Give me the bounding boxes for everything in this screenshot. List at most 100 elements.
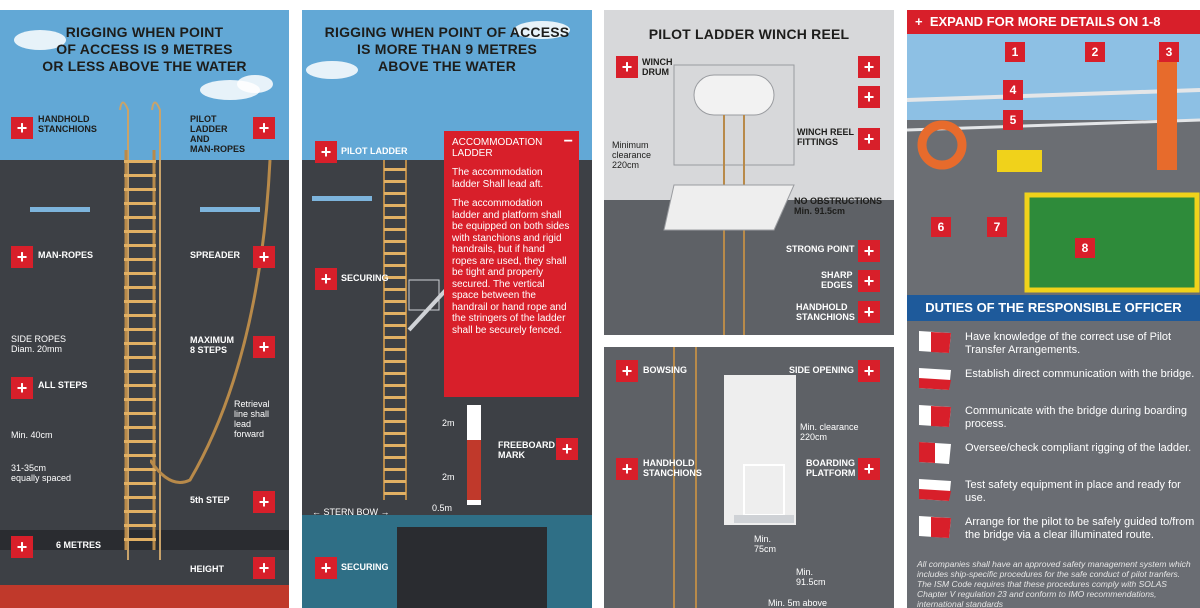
expand-strong-point[interactable]: + [858, 240, 880, 262]
label-2m-upper: 2m [442, 418, 455, 428]
sky-background [0, 10, 289, 160]
expand-bowsing[interactable]: + [616, 360, 638, 382]
clouds [14, 30, 273, 100]
duty-item: Oversee/check compliant rigging of the l… [917, 440, 1193, 470]
label-5th-step: 5th STEP [190, 495, 230, 505]
expand-sharp-edges[interactable]: + [858, 270, 880, 292]
expand-side-opening[interactable]: + [858, 360, 880, 382]
marker-2[interactable]: 2 [1085, 42, 1105, 62]
marker-3[interactable]: 3 [1159, 42, 1179, 62]
expand-handhold-stanchions[interactable]: + [11, 117, 33, 139]
ladder-rung [124, 412, 156, 415]
ladder-rung [384, 348, 406, 351]
ladder-rung [384, 228, 406, 231]
expand-freeboard-mark[interactable]: + [556, 438, 578, 460]
expand-pilot-ladder[interactable]: + [315, 141, 337, 163]
deck-illustration [907, 60, 1200, 293]
label-pilot-ladder: PILOT LADDER [341, 146, 408, 156]
expand-all-steps[interactable]: + [11, 377, 33, 399]
label-strong-point: STRONG POINT [786, 244, 855, 254]
ladder-rung [384, 492, 406, 495]
ladder-rung [124, 300, 156, 303]
popup-paragraph-1: The accommodation ladder Shall lead aft. [452, 167, 544, 190]
ladder-rung [124, 272, 156, 275]
ladder-rung [384, 396, 406, 399]
collapse-popup-button[interactable]: − [563, 133, 573, 150]
flag-1-icon [919, 331, 951, 353]
ladder-rung [124, 160, 156, 163]
expand-man-ropes[interactable]: + [11, 246, 33, 268]
ladder-rung [384, 264, 406, 267]
label-min-40cm: Min. 40cm [11, 430, 53, 440]
ladder-rung [384, 204, 406, 207]
expand-winch-reel-fittings[interactable]: + [858, 128, 880, 150]
ladder-rung [124, 258, 156, 261]
label-0-5m: 0.5m [432, 503, 453, 513]
expand-maximum-steps[interactable]: + [253, 336, 275, 358]
expand-securing-bottom[interactable]: + [315, 557, 337, 579]
ladder-rung [124, 454, 156, 457]
label-min-5m-above: Min. 5m above [768, 598, 828, 608]
ladder-rung [384, 240, 406, 243]
ladder-rung [384, 312, 406, 315]
ladder-rung [384, 384, 406, 387]
panel-rigging-9m-or-less: RIGGING WHEN POINT OF ACCESS IS 9 METRES… [0, 10, 289, 608]
ladder-rung [384, 252, 406, 255]
marker-7[interactable]: 7 [987, 217, 1007, 237]
duties-title: DUTIES OF THE RESPONSIBLE OFFICER [907, 295, 1200, 321]
marker-6[interactable]: 6 [931, 217, 951, 237]
marker-1[interactable]: 1 [1005, 42, 1025, 62]
ladder-rung [124, 426, 156, 429]
panel1-title: RIGGING WHEN POINT OF ACCESS IS 9 METRES… [42, 24, 247, 74]
ladder-rung [124, 524, 156, 527]
ladder-rung [384, 288, 406, 291]
ladder-rung [384, 180, 406, 183]
marker-8[interactable]: 8 [1075, 238, 1095, 258]
ladder-rung [124, 538, 156, 541]
clouds [306, 21, 570, 79]
expand-handhold-stanchions[interactable]: + [858, 301, 880, 323]
label-6-metres: 6 METRES [56, 540, 102, 550]
ladder-rung [124, 496, 156, 499]
marker-5[interactable]: 5 [1003, 110, 1023, 130]
ladder-rung [124, 174, 156, 177]
label-2m-lower: 2m [442, 472, 455, 482]
expand-winch-1[interactable]: + [858, 56, 880, 78]
expand-handhold-stanchions[interactable]: + [616, 458, 638, 480]
ladder-rung [124, 202, 156, 205]
ladder-rung [124, 384, 156, 387]
duties-list: Have knowledge of the correct use of Pil… [907, 321, 1200, 608]
winch-reel-drawing [663, 64, 795, 335]
flag-6-icon [919, 516, 951, 538]
expand-securing[interactable]: + [315, 268, 337, 290]
duty-item: Test safety equipment in place and ready… [917, 477, 1193, 507]
ladder-rung [384, 192, 406, 195]
label-min-75cm: Min.75cm [754, 534, 777, 554]
duty-item: Arrange for the pilot to be safely guide… [917, 514, 1194, 544]
expand-boarding-platform[interactable]: + [858, 458, 880, 480]
expand-5th-step[interactable]: + [253, 491, 275, 513]
label-side-opening: SIDE OPENING [789, 365, 855, 375]
expand-pilot-ladder[interactable]: + [253, 117, 275, 139]
expand-more-details-bar[interactable]: + EXPAND FOR MORE DETAILS ON 1-8 [907, 10, 1200, 34]
duty-item: Have knowledge of the correct use of Pil… [917, 329, 1193, 359]
expand-height[interactable]: + [253, 557, 275, 579]
porthole-stripe [312, 196, 372, 201]
label-bowsing: BOWSING [643, 365, 687, 375]
marker-4[interactable]: 4 [1003, 80, 1023, 100]
lower-hull [397, 527, 547, 608]
expand-spreader[interactable]: + [253, 246, 275, 268]
expand-6-metres[interactable]: + [11, 536, 33, 558]
expand-winch-2[interactable]: + [858, 86, 880, 108]
expand-winch-drum[interactable]: + [616, 56, 638, 78]
panel-deck-details: + EXPAND FOR MORE DETAILS ON 1-8 1 2 3 4… [907, 10, 1200, 295]
